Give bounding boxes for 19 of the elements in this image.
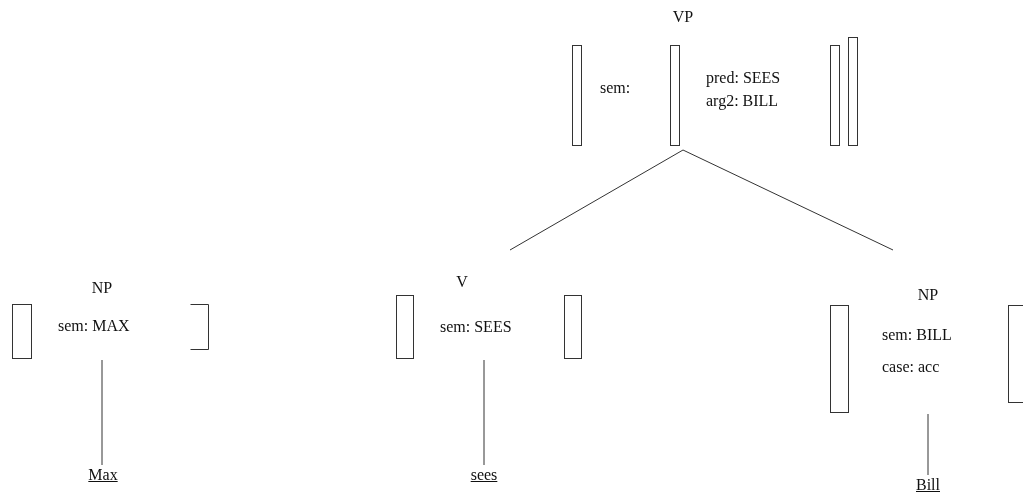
- feature-value: pred: SEES: [706, 69, 781, 87]
- tree-branch: [483, 359, 485, 466]
- category-label: NP: [91, 279, 113, 297]
- feature-value: sem: SEES: [440, 318, 512, 336]
- category-label: V: [456, 273, 468, 291]
- category-label: NP: [917, 286, 939, 304]
- tree-branch: [927, 413, 929, 476]
- category-label: VP: [672, 8, 694, 26]
- feature-value: case: acc: [882, 358, 940, 376]
- feature-value: arg2: BILL: [706, 92, 779, 110]
- feature-value: sem: MAX: [58, 317, 130, 335]
- tree-branch: [509, 149, 684, 251]
- word-label: sees: [470, 465, 498, 485]
- feature-value: sem: BILL: [882, 326, 952, 344]
- tree-branch: [682, 149, 894, 251]
- word-label: Max: [88, 465, 118, 485]
- word-label: Bill: [916, 475, 940, 495]
- feature-label: sem:: [600, 79, 631, 97]
- tree-branch: [101, 359, 103, 466]
